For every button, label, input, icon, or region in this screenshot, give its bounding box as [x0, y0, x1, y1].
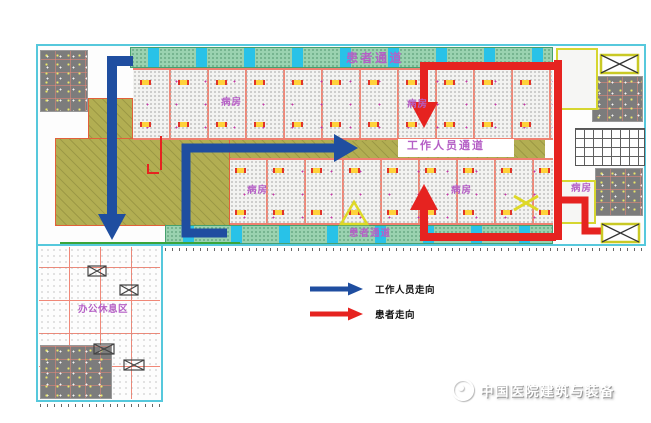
terrace-right-upper [592, 76, 643, 122]
brand-logo-icon [452, 379, 474, 401]
legend-row-patient: 患者走向 [308, 301, 498, 326]
ward-label-4: 病房 [451, 185, 473, 196]
annex-room-top [556, 48, 598, 110]
terrace-right-lower [595, 168, 643, 216]
balcony-strip-top [130, 47, 553, 68]
annex-grid-room [575, 128, 645, 166]
staff-corridor-floor [398, 139, 514, 157]
brand-name: 中国医院建筑与装备 [480, 384, 615, 399]
dimension-ticks-main [165, 248, 643, 251]
ground-line [60, 242, 240, 244]
legend-patient-label: 患者走向 [375, 309, 416, 321]
patient-route-legend-arrow [310, 307, 363, 320]
ward-label-5: 病房 [571, 183, 593, 194]
courtyard-left-block [55, 138, 230, 226]
bed-symbols-row3 [235, 168, 550, 173]
office-rest-area-label: 办公休息区 [78, 304, 129, 315]
staff-route-legend-arrow [310, 282, 363, 295]
ward-label-1: 病房 [221, 97, 243, 108]
legend-staff-label: 工作人员走向 [375, 284, 436, 296]
terrace-top-left [40, 50, 88, 112]
dimension-ticks-wing [40, 404, 162, 407]
bed-symbols-row2 [140, 122, 550, 127]
bed-symbols-row1 [140, 80, 550, 85]
legend-row-staff: 工作人员走向 [308, 276, 498, 301]
ward-label-2: 病房 [407, 99, 429, 110]
patient-corridor-top-label: 患者通道 [346, 51, 405, 65]
bed-symbols-row4 [235, 210, 550, 215]
patient-corridor-bottom-label: 患者通道 [349, 228, 392, 239]
ward-row-upper [133, 68, 553, 140]
watermark: 中国医院建筑与装备 [452, 379, 615, 401]
terrace-wing-bottom [40, 345, 112, 399]
legend: 工作人员走向 患者走向 [308, 276, 498, 326]
staff-corridor-label: 工作人员通道 [407, 140, 485, 152]
ward-label-3: 病房 [247, 185, 269, 196]
